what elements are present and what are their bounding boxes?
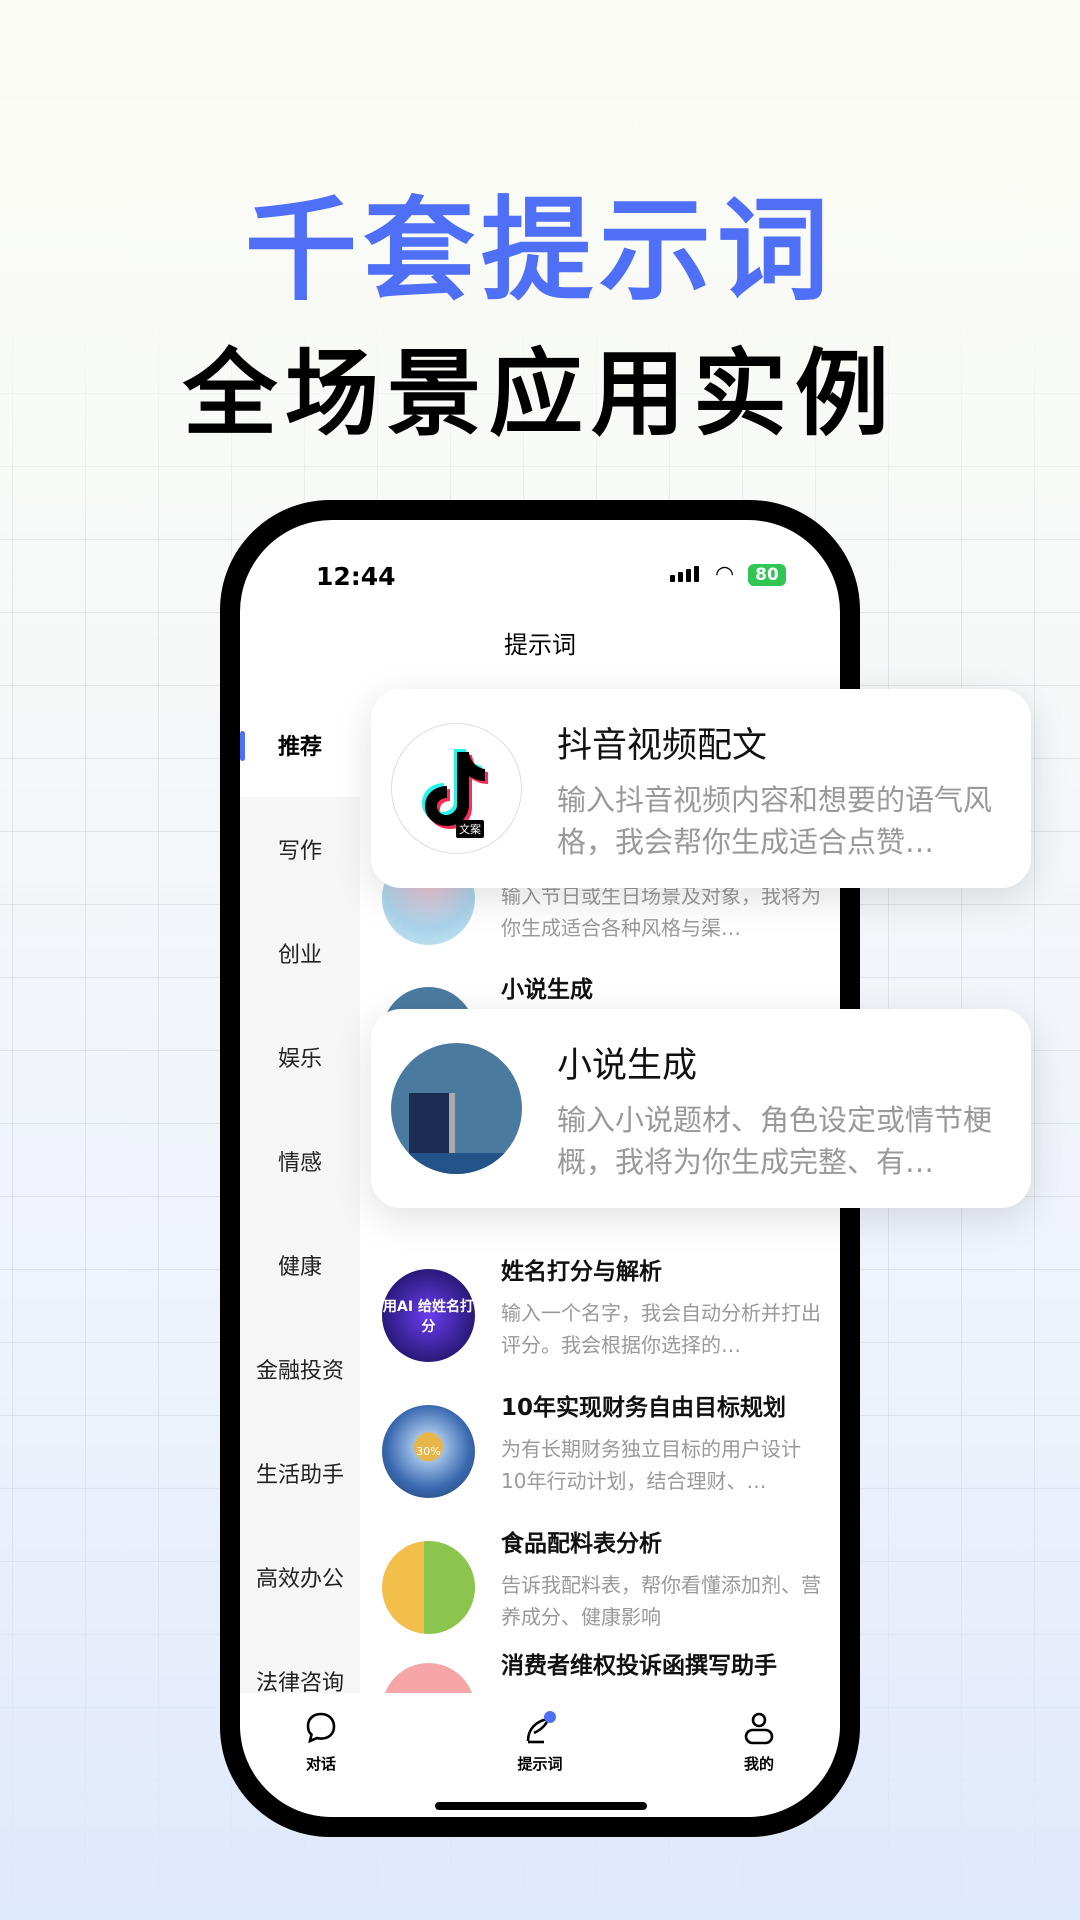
tab-label: 对话 (305, 1755, 336, 1773)
list-item[interactable]: 30% 10年实现财务自由目标规划 为有长期财务独立目标的用户设计10年行动计划… (360, 1395, 840, 1531)
list-item-desc: 告诉我配料表，帮你看懂添加剂、营养成分、健康影响 (501, 1573, 821, 1629)
list-item[interactable]: 用AI 给姓名打分 姓名打分与解析 输入一个名字，我会自动分析并打出评分。我会根… (360, 1259, 840, 1395)
tab-chat[interactable]: 对话 (276, 1711, 366, 1774)
person-icon (744, 1712, 774, 1745)
novel-book-icon (391, 1043, 522, 1174)
sidebar-item-life[interactable]: 生活助手 (240, 1421, 360, 1525)
finance-avatar: 30% (382, 1405, 475, 1498)
name-score-avatar: 用AI 给姓名打分 (382, 1269, 475, 1362)
sidebar-item-finance[interactable]: 金融投资 (240, 1317, 360, 1421)
sidebar-item-label: 法律咨询 (255, 1671, 344, 1693)
signal-icon (670, 566, 699, 582)
sidebar-item-label: 写作 (277, 839, 322, 864)
card-title: 小说生成 (557, 1046, 698, 1086)
status-time: 12:44 (316, 562, 396, 591)
sidebar-item-label: 推荐 (277, 735, 322, 760)
category-sidebar: 推荐 写作 创业 娱乐 情感 健康 金融投资 生活助手 高效办公 法律咨询 (240, 693, 360, 1693)
food-avatar (382, 1541, 475, 1634)
tab-prompts[interactable]: 提示词 (495, 1711, 585, 1774)
consumer-avatar (382, 1663, 475, 1693)
sidebar-item-label: 创业 (277, 943, 322, 968)
sidebar-item-label: 情感 (277, 1151, 322, 1176)
list-item-title: 10年实现财务自由目标规划 (501, 1395, 787, 1421)
sidebar-item-writing[interactable]: 写作 (240, 797, 360, 901)
sidebar-item-label: 高效办公 (255, 1567, 344, 1592)
tab-label: 我的 (743, 1755, 774, 1773)
quill-icon (526, 1711, 556, 1744)
hero-title: 千套提示词 (245, 186, 835, 316)
list-item[interactable]: 食品配料表分析 告诉我配料表，帮你看懂添加剂、营养成分、健康影响 (360, 1531, 840, 1667)
list-item[interactable]: 消费者维权投诉函撰写助手 (360, 1653, 840, 1693)
sidebar-item-label: 娱乐 (277, 1047, 322, 1072)
list-item-title: 消费者维权投诉函撰写助手 (501, 1653, 777, 1679)
tab-label: 提示词 (517, 1755, 563, 1773)
list-item-desc: 输入一个名字，我会自动分析并打出评分。我会根据你选择的… (501, 1301, 821, 1357)
featured-card-douyin[interactable]: 文案 抖音视频配文 输入抖音视频内容和想要的语气风格，我会帮你生成适合点赞… (371, 689, 1031, 888)
sidebar-item-emotion[interactable]: 情感 (240, 1109, 360, 1213)
bottom-tab-bar: 对话 提示词 我的 (240, 1693, 840, 1817)
selected-indicator (240, 731, 245, 761)
tiktok-logo-icon: 文案 (391, 723, 522, 854)
hero-subtitle: 全场景应用实例 (182, 340, 897, 449)
copy-badge: 文案 (456, 820, 484, 838)
list-item-title: 食品配料表分析 (501, 1531, 662, 1557)
sidebar-item-label: 健康 (277, 1255, 322, 1280)
sidebar-item-entertainment[interactable]: 娱乐 (240, 1005, 360, 1109)
list-item-desc: 输入节日或生日场景及对象，我将为你生成适合各种风格与渠… (501, 884, 821, 940)
card-desc: 输入小说题材、角色设定或情节梗概，我将为你生成完整、有… (557, 1103, 993, 1179)
card-desc: 输入抖音视频内容和想要的语气风格，我会帮你生成适合点赞… (557, 783, 993, 859)
sidebar-item-startup[interactable]: 创业 (240, 901, 360, 1005)
page-title: 提示词 (504, 631, 576, 659)
sidebar-item-health[interactable]: 健康 (240, 1213, 360, 1317)
sidebar-item-label: 生活助手 (255, 1463, 344, 1488)
list-item-desc: 为有长期财务独立目标的用户设计10年行动计划，结合理财、… (501, 1437, 801, 1493)
home-indicator[interactable] (435, 1802, 647, 1810)
featured-card-novel[interactable]: 小说生成 输入小说题材、角色设定或情节梗概，我将为你生成完整、有… (371, 1009, 1031, 1208)
list-item-title: 小说生成 (501, 977, 593, 1003)
card-title: 抖音视频配文 (557, 726, 768, 766)
sidebar-item-label: 金融投资 (255, 1359, 344, 1384)
list-item-title: 姓名打分与解析 (501, 1259, 662, 1285)
sidebar-item-legal[interactable]: 法律咨询 (240, 1629, 360, 1693)
wifi-icon: ◠ (715, 562, 735, 587)
tab-profile[interactable]: 我的 (714, 1711, 804, 1774)
chat-bubble-icon (306, 1712, 336, 1744)
sidebar-item-recommend[interactable]: 推荐 (240, 693, 360, 797)
battery-icon: 80 (748, 564, 786, 586)
sidebar-item-office[interactable]: 高效办公 (240, 1525, 360, 1629)
